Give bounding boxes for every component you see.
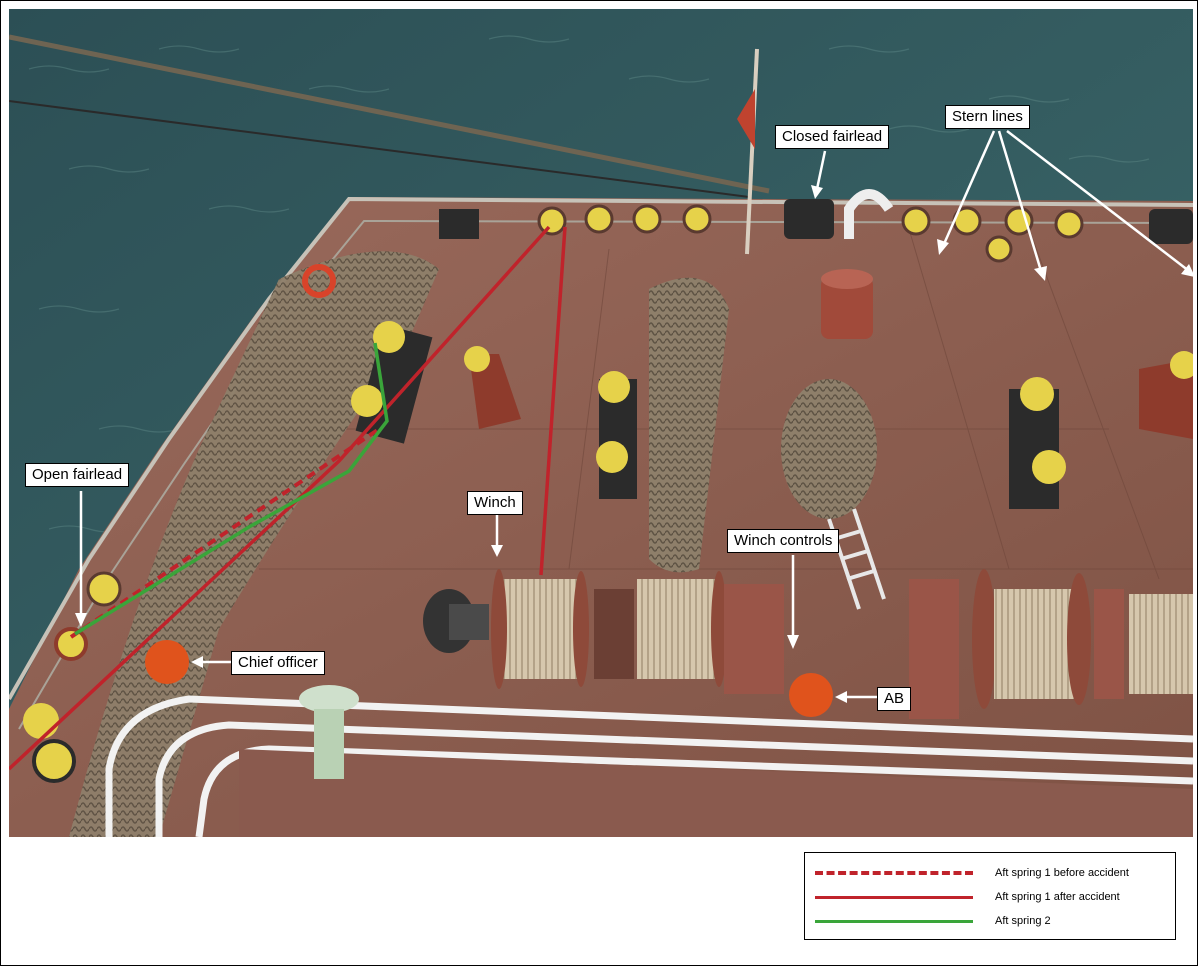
- open-fairlead-area: [23, 571, 122, 783]
- legend-item: Aft spring 2: [815, 911, 1051, 931]
- deck-bollards: [351, 269, 1193, 509]
- open-fairlead-label: Open fairlead: [25, 463, 130, 487]
- aft-spring-1-after: [9, 225, 551, 771]
- stern-lines-label: Stern lines: [945, 105, 1030, 129]
- legend-label: Aft spring 1 before accident: [995, 867, 1129, 879]
- chief-officer-label: Chief officer: [231, 651, 325, 675]
- bulwark-rail: [9, 196, 1193, 700]
- deck-photo: [9, 9, 1193, 837]
- aft-spring-1-after: [539, 226, 567, 576]
- flag-pole: [745, 48, 759, 255]
- deck-plating: [259, 228, 1193, 580]
- rope-coil: [781, 379, 877, 519]
- mooring-line: [9, 100, 750, 198]
- winch-label: Winch: [467, 491, 523, 515]
- sea-waves: [28, 35, 1150, 533]
- stern-bitts: [439, 189, 1193, 263]
- ab-marker: [789, 673, 833, 717]
- ab-label: AB: [877, 687, 912, 711]
- rope-coil: [649, 277, 729, 573]
- aft-spring-2: [74, 342, 389, 636]
- foreground-railing: [105, 695, 1193, 837]
- aft-spring-1-before: [69, 427, 381, 639]
- lower-deck: [239, 749, 1193, 837]
- legend-swatch-solid-green: [815, 919, 973, 923]
- winch-controls-label: Winch controls: [727, 529, 840, 553]
- legend-swatch-solid-red: [815, 895, 973, 899]
- flag: [737, 89, 755, 149]
- closed-fairlead-label: Closed fairlead: [775, 125, 890, 149]
- valve-fitting: [314, 709, 344, 779]
- valve-fitting: [299, 685, 359, 713]
- winch-left: [423, 569, 784, 694]
- legend-item: Aft spring 1 before accident: [815, 863, 1129, 883]
- annotation-arrows: [75, 130, 1193, 703]
- legend: Aft spring 1 before accident Aft spring …: [804, 852, 1176, 940]
- life-ring: [302, 264, 336, 298]
- mooring-line: [9, 34, 770, 194]
- chief-officer-marker: [145, 640, 189, 684]
- legend-swatch-dashed-red: [815, 871, 973, 875]
- winch-right: [909, 569, 1193, 719]
- legend-label: Aft spring 1 after accident: [995, 891, 1120, 903]
- legend-item: Aft spring 1 after accident: [815, 887, 1120, 907]
- legend-label: Aft spring 2: [995, 915, 1051, 927]
- rope-pile: [69, 251, 439, 837]
